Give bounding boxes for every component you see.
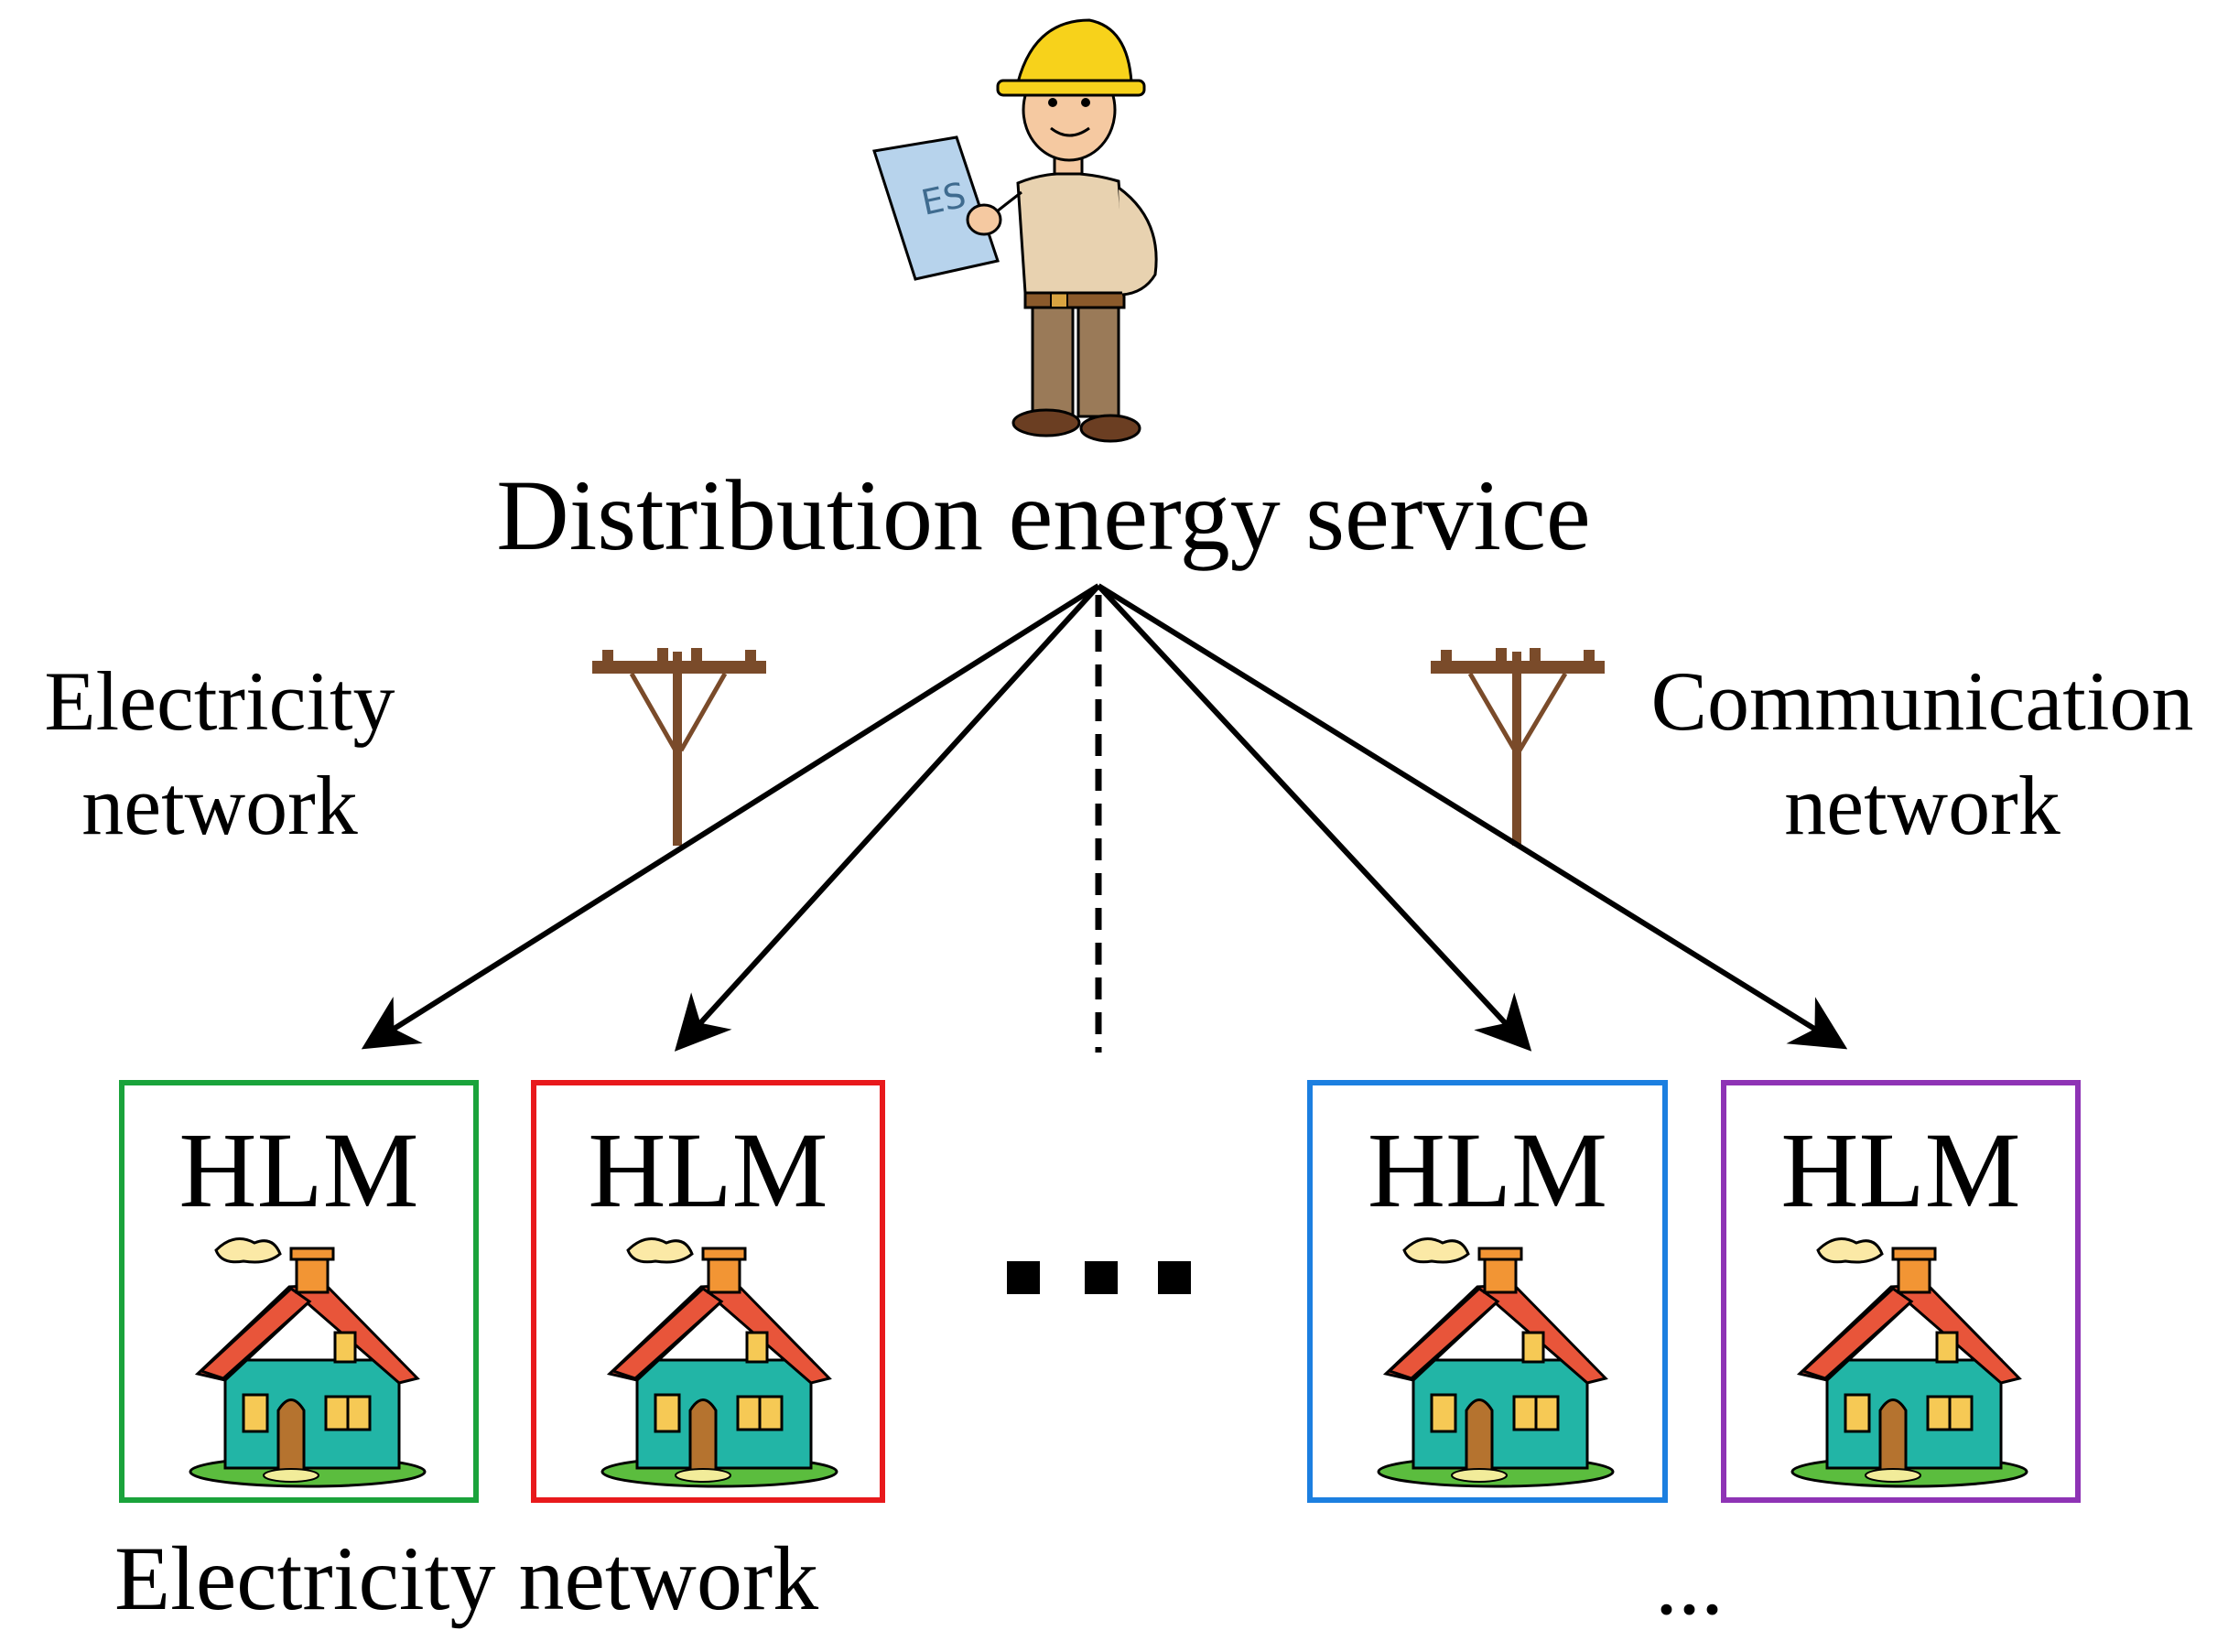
- hlm-box-4[interactable]: HLM: [1721, 1080, 2081, 1503]
- left-network-label-line2: network: [81, 759, 358, 852]
- middle-ellipsis: [1007, 1261, 1191, 1294]
- hlm-label: HLM: [178, 1110, 419, 1230]
- right-network-label-line2: network: [1784, 759, 2061, 852]
- engineer-icon: ES: [872, 18, 1158, 443]
- arrow-to-hlm-1: [361, 583, 1100, 1050]
- right-network-label-line1: Communication: [1650, 654, 2194, 748]
- hlm-label: HLM: [1780, 1110, 2021, 1230]
- hlm-label: HLM: [1367, 1110, 1608, 1230]
- right-utility-pole-icon: [1431, 648, 1605, 846]
- right-network-label: Communication network: [1611, 659, 2234, 848]
- house-icon: [189, 1237, 427, 1488]
- hlm-box-3[interactable]: HLM: [1307, 1080, 1668, 1503]
- top-node-label: Distribution energy service: [496, 459, 1591, 571]
- arrow-to-hlm-4: [1097, 583, 1848, 1050]
- bottom-right-ellipsis: ...: [1655, 1532, 1724, 1634]
- svg-text:ES: ES: [918, 175, 969, 223]
- house-icon: [1377, 1237, 1615, 1488]
- house-icon: [1790, 1237, 2028, 1488]
- bottom-left-label: Electricity network: [114, 1528, 819, 1629]
- hlm-label: HLM: [588, 1110, 828, 1230]
- left-network-label: Electricity network: [9, 659, 430, 848]
- left-utility-pole-icon: [592, 648, 766, 846]
- arrow-to-hlm-3: [1096, 583, 1532, 1052]
- hlm-box-2[interactable]: HLM: [531, 1080, 885, 1503]
- house-icon: [600, 1237, 838, 1488]
- hlm-box-1[interactable]: HLM: [119, 1080, 479, 1503]
- arrow-to-hlm-2: [674, 583, 1101, 1052]
- left-network-label-line1: Electricity: [44, 654, 395, 748]
